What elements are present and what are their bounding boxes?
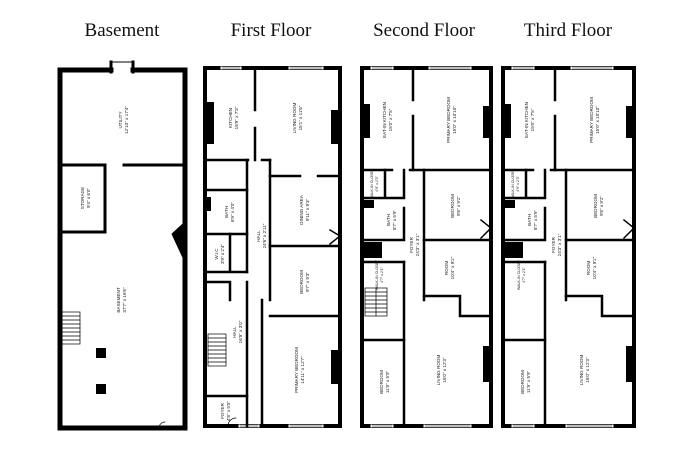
room-label: HALL16'9" x 3'0" (232, 320, 243, 343)
room-label: UTILITY12'10" x 17'4" (118, 106, 129, 134)
basement-title: Basement (84, 20, 160, 41)
basement-stairs (61, 311, 81, 345)
room-label: BEDROOM9'8" x 9'2" (593, 194, 604, 218)
first-floor-title: First Floor (230, 20, 312, 41)
room-label: PRIMARY BEDROOM15'0" x 10'10" (589, 97, 600, 143)
second-floor-stairs (364, 287, 388, 317)
room-label: BEDROOM9'7" x 9'3" (299, 270, 310, 294)
room-label: FOYER24'3" x 3'1" (551, 233, 562, 256)
room-label: HALL24'6" x 2'11" (256, 223, 267, 248)
room-label: STORAGE9'4" x 6'0" (80, 187, 91, 209)
room-label: BATH8'7" x 5'9" (386, 210, 397, 230)
third-floor-plan (501, 66, 636, 428)
room-label: DINING AREA9'11" x 9'3" (299, 194, 310, 225)
room-label: W.I.C3'9" x 2'4" (214, 244, 225, 264)
room-label: FOYER4'8" x 5'5" (220, 401, 231, 421)
third-floor-title: Third Floor (523, 20, 613, 41)
room-label: LIVING ROOM15'1" x 11'6" (292, 103, 303, 134)
room-label: PRIMARY BEDROOM14'11" x 12'7" (294, 347, 305, 393)
room-label: BASEMENT37'7" x 16'6" (116, 287, 127, 313)
room-label: ROOM10'4" x 9'2" (444, 256, 455, 279)
room-label: EAT-IN KITCHEN15'0" x 7'5" (524, 102, 535, 138)
first-floor-plan (203, 66, 342, 428)
room-label: WALK-IN CLOSET4'9" x 2'3" (511, 168, 520, 199)
room-label: FOYER24'3" x 3'1" (409, 233, 420, 256)
room-label: BATH6'9" x 4'0" (224, 202, 235, 222)
basement-plan (57, 60, 188, 431)
second-floor-plan (360, 66, 493, 428)
room-label: PRIMARY BEDROOM15'0" x 10'10" (446, 97, 457, 143)
room-label: ROOM10'4" x 9'2" (586, 256, 597, 279)
room-label: LIVING ROOM16'0" x 12'3" (436, 355, 447, 386)
room-label: WALK-IN CLOSET4'7" x 2'1" (375, 259, 384, 290)
room-label: BEDROOM11'9" x 5'9" (520, 370, 531, 394)
room-label: BEDROOM9'8" x 9'2" (450, 194, 461, 218)
first-floor-stairs (207, 333, 227, 367)
room-label: BEDROOM11'9" x 5'9" (379, 370, 390, 394)
room-label: LIVING ROOM16'0" x 12'3" (579, 355, 590, 386)
room-label: KITCHEN16'9" x 7'3" (228, 106, 239, 129)
room-label: WALK-IN CLOSET4'7" x 2'1" (517, 259, 526, 290)
room-label: EAT-IN KITCHEN15'0" x 7'5" (382, 102, 393, 138)
second-floor-title: Second Floor (373, 20, 475, 41)
room-label: WALK-IN CLOSET4'9" x 2'3" (370, 168, 379, 199)
room-label: BATH8'7" x 5'9" (527, 210, 538, 230)
